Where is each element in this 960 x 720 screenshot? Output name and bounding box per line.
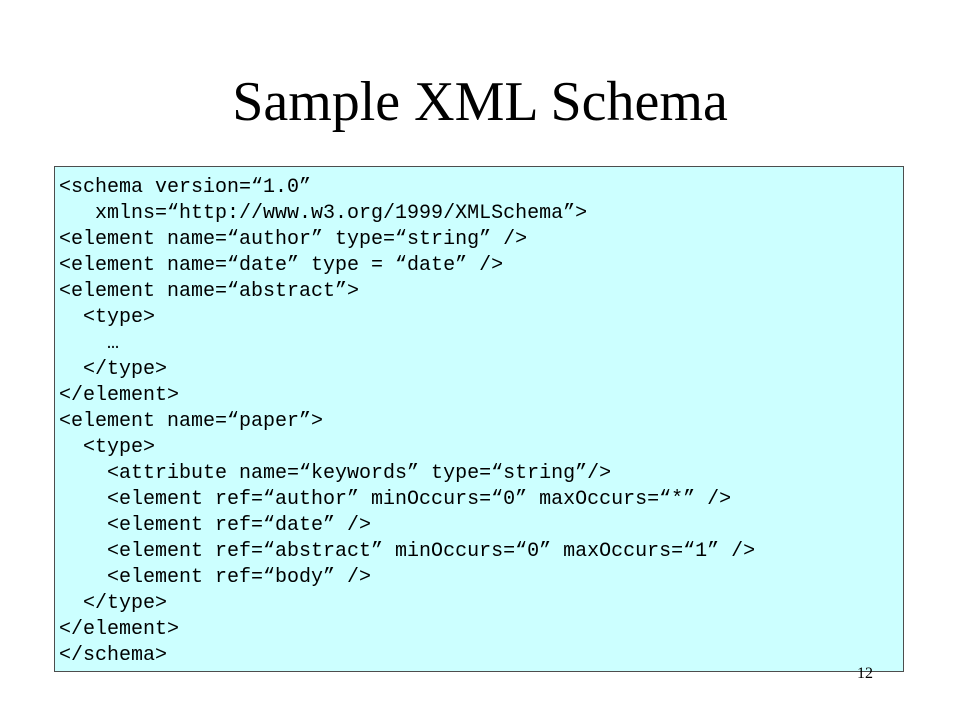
code-line: </type> xyxy=(59,358,168,381)
code-line: xmlns=“http://www.w3.org/1999/XMLSchema”… xyxy=(59,202,588,225)
code-line: </element> xyxy=(59,618,180,641)
code-line: </element> xyxy=(59,384,180,407)
code-line: <element name=“date” type = “date” /> xyxy=(59,254,504,277)
code-line: <element ref=“author” minOccurs=“0” maxO… xyxy=(59,488,732,511)
code-line: <element ref=“abstract” minOccurs=“0” ma… xyxy=(59,540,756,563)
code-block: <schema version=“1.0” xmlns=“http://www.… xyxy=(54,166,904,672)
code-line: </schema> xyxy=(59,644,168,667)
code-line: </type> xyxy=(59,592,168,615)
page-number: 12 xyxy=(857,665,873,682)
code-line: <type> xyxy=(59,306,156,329)
code-line: <element name=“paper”> xyxy=(59,410,324,433)
code-line: <element name=“abstract”> xyxy=(59,280,360,303)
code-line: … xyxy=(59,332,120,355)
code-line: <element ref=“body” /> xyxy=(59,566,372,589)
code-line: <type> xyxy=(59,436,156,459)
code-line: <attribute name=“keywords” type=“string”… xyxy=(59,462,612,485)
code-line: <schema version=“1.0” xyxy=(59,176,312,199)
slide-title: Sample XML Schema xyxy=(232,71,728,133)
code-line: <element name=“author” type=“string” /> xyxy=(59,228,528,251)
code-line: <element ref=“date” /> xyxy=(59,514,372,537)
